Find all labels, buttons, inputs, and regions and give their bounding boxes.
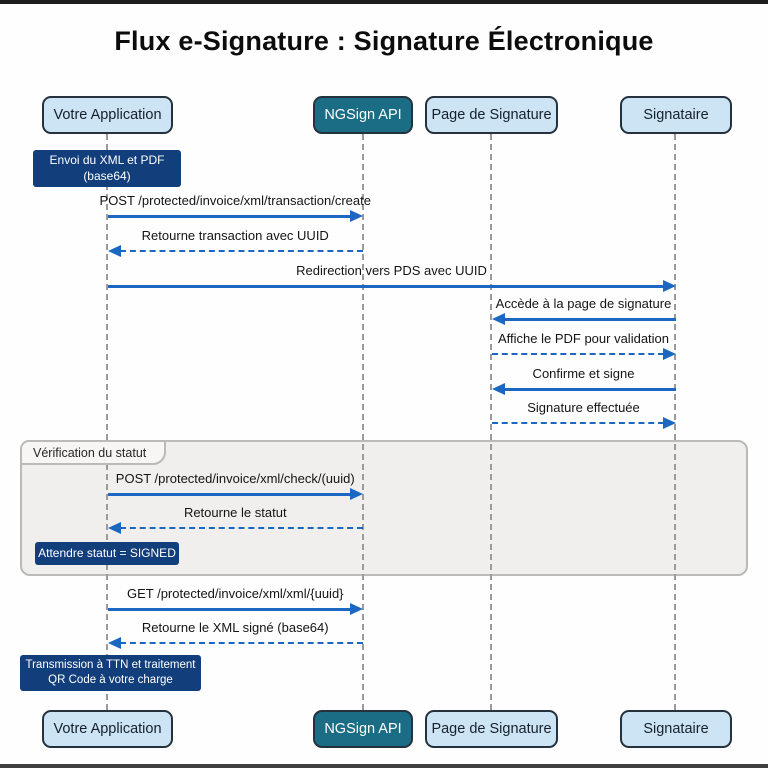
arrowhead-icon (350, 210, 363, 222)
diagram-title: Flux e-Signature : Signature Électroniqu… (114, 26, 654, 56)
actor-votre-application-bottom: Votre Application (42, 710, 173, 748)
note-line: Attendre statut = SIGNED (38, 545, 176, 560)
note-line: (base64) (83, 168, 131, 183)
message-label: GET /protected/invoice/xml/xml/{uuid} (126, 586, 344, 601)
bottom-border (0, 764, 768, 768)
actor-signataire-top: Signataire (620, 96, 732, 134)
actor-page-de-signature-bottom: Page de Signature (425, 710, 558, 748)
message-label: Confirme et signe (532, 366, 635, 381)
message: Redirection vers PDS avec UUID (107, 261, 676, 293)
top-border (0, 0, 768, 4)
message-line (107, 608, 351, 611)
message-line (119, 642, 363, 644)
note-line: Transmission à TTN et traitement (25, 659, 196, 672)
lifeline-ngsign-api (362, 134, 364, 710)
message-label: POST /protected/invoice/xml/transaction/… (99, 193, 371, 208)
arrowhead-icon (491, 313, 505, 325)
arrowhead-icon (107, 637, 121, 649)
actor-ngsign-api-top: NGSign API (313, 96, 413, 134)
arrowhead-icon (662, 417, 676, 429)
message: Affiche le PDF pour validation (491, 329, 676, 361)
actor-ngsign-api-bottom: NGSign API (313, 710, 413, 748)
message-label: Affiche le PDF pour validation (497, 331, 670, 346)
note-line: QR Code à votre charge (48, 674, 173, 686)
actor-page-de-signature-top: Page de Signature (425, 96, 558, 134)
actor-votre-application-top: Votre Application (42, 96, 173, 134)
message-line (107, 493, 351, 496)
note-line: Envoi du XML et PDF (49, 152, 165, 167)
arrowhead-icon (662, 280, 676, 292)
arrowhead-icon (107, 245, 121, 257)
message-label: Accède à la page de signature (495, 296, 672, 311)
lifeline-votre-application (106, 134, 108, 710)
loop-tab: Vérification du statut (20, 440, 166, 465)
message-label: POST /protected/invoice/xml/check/(uuid) (115, 471, 355, 486)
message-line (107, 285, 664, 288)
message-label: Retourne transaction avec UUID (141, 228, 329, 243)
message-line (119, 250, 363, 252)
message: Retourne transaction avec UUID (107, 226, 363, 258)
message-line (491, 422, 664, 424)
message-line (491, 353, 664, 355)
arrowhead-icon (107, 522, 121, 534)
message-label: Redirection vers PDS avec UUID (296, 263, 487, 278)
message-line (119, 527, 363, 529)
message: GET /protected/invoice/xml/xml/{uuid} (107, 584, 363, 616)
message: Retourne le XML signé (base64) (107, 618, 363, 650)
message-label: Signature effectuée (527, 400, 640, 415)
message-line (107, 215, 351, 218)
message-label: Retourne le XML signé (base64) (141, 620, 329, 635)
message: POST /protected/invoice/xml/check/(uuid) (107, 469, 363, 501)
message: Retourne le statut (107, 503, 363, 535)
loop-label: Vérification du statut (33, 445, 147, 460)
actor-signataire-bottom: Signataire (620, 710, 732, 748)
lifeline-page-de-signature (490, 134, 492, 710)
message-line (503, 318, 676, 321)
note: Transmission à TTN et traitement QR Code … (20, 655, 201, 691)
note: Attendre statut = SIGNED (35, 542, 179, 565)
message: POST /protected/invoice/xml/transaction/… (100, 191, 371, 223)
message-line (503, 388, 676, 391)
message-label: Retourne le statut (183, 505, 287, 520)
note: Envoi du XML et PDF(base64) (33, 150, 181, 187)
message: Signature effectuée (491, 398, 676, 430)
arrowhead-icon (491, 383, 505, 395)
message: Confirme et signe (491, 364, 676, 396)
arrowhead-icon (350, 488, 363, 500)
message: Accède à la page de signature (491, 294, 676, 326)
arrowhead-icon (350, 603, 363, 615)
arrowhead-icon (662, 348, 676, 360)
